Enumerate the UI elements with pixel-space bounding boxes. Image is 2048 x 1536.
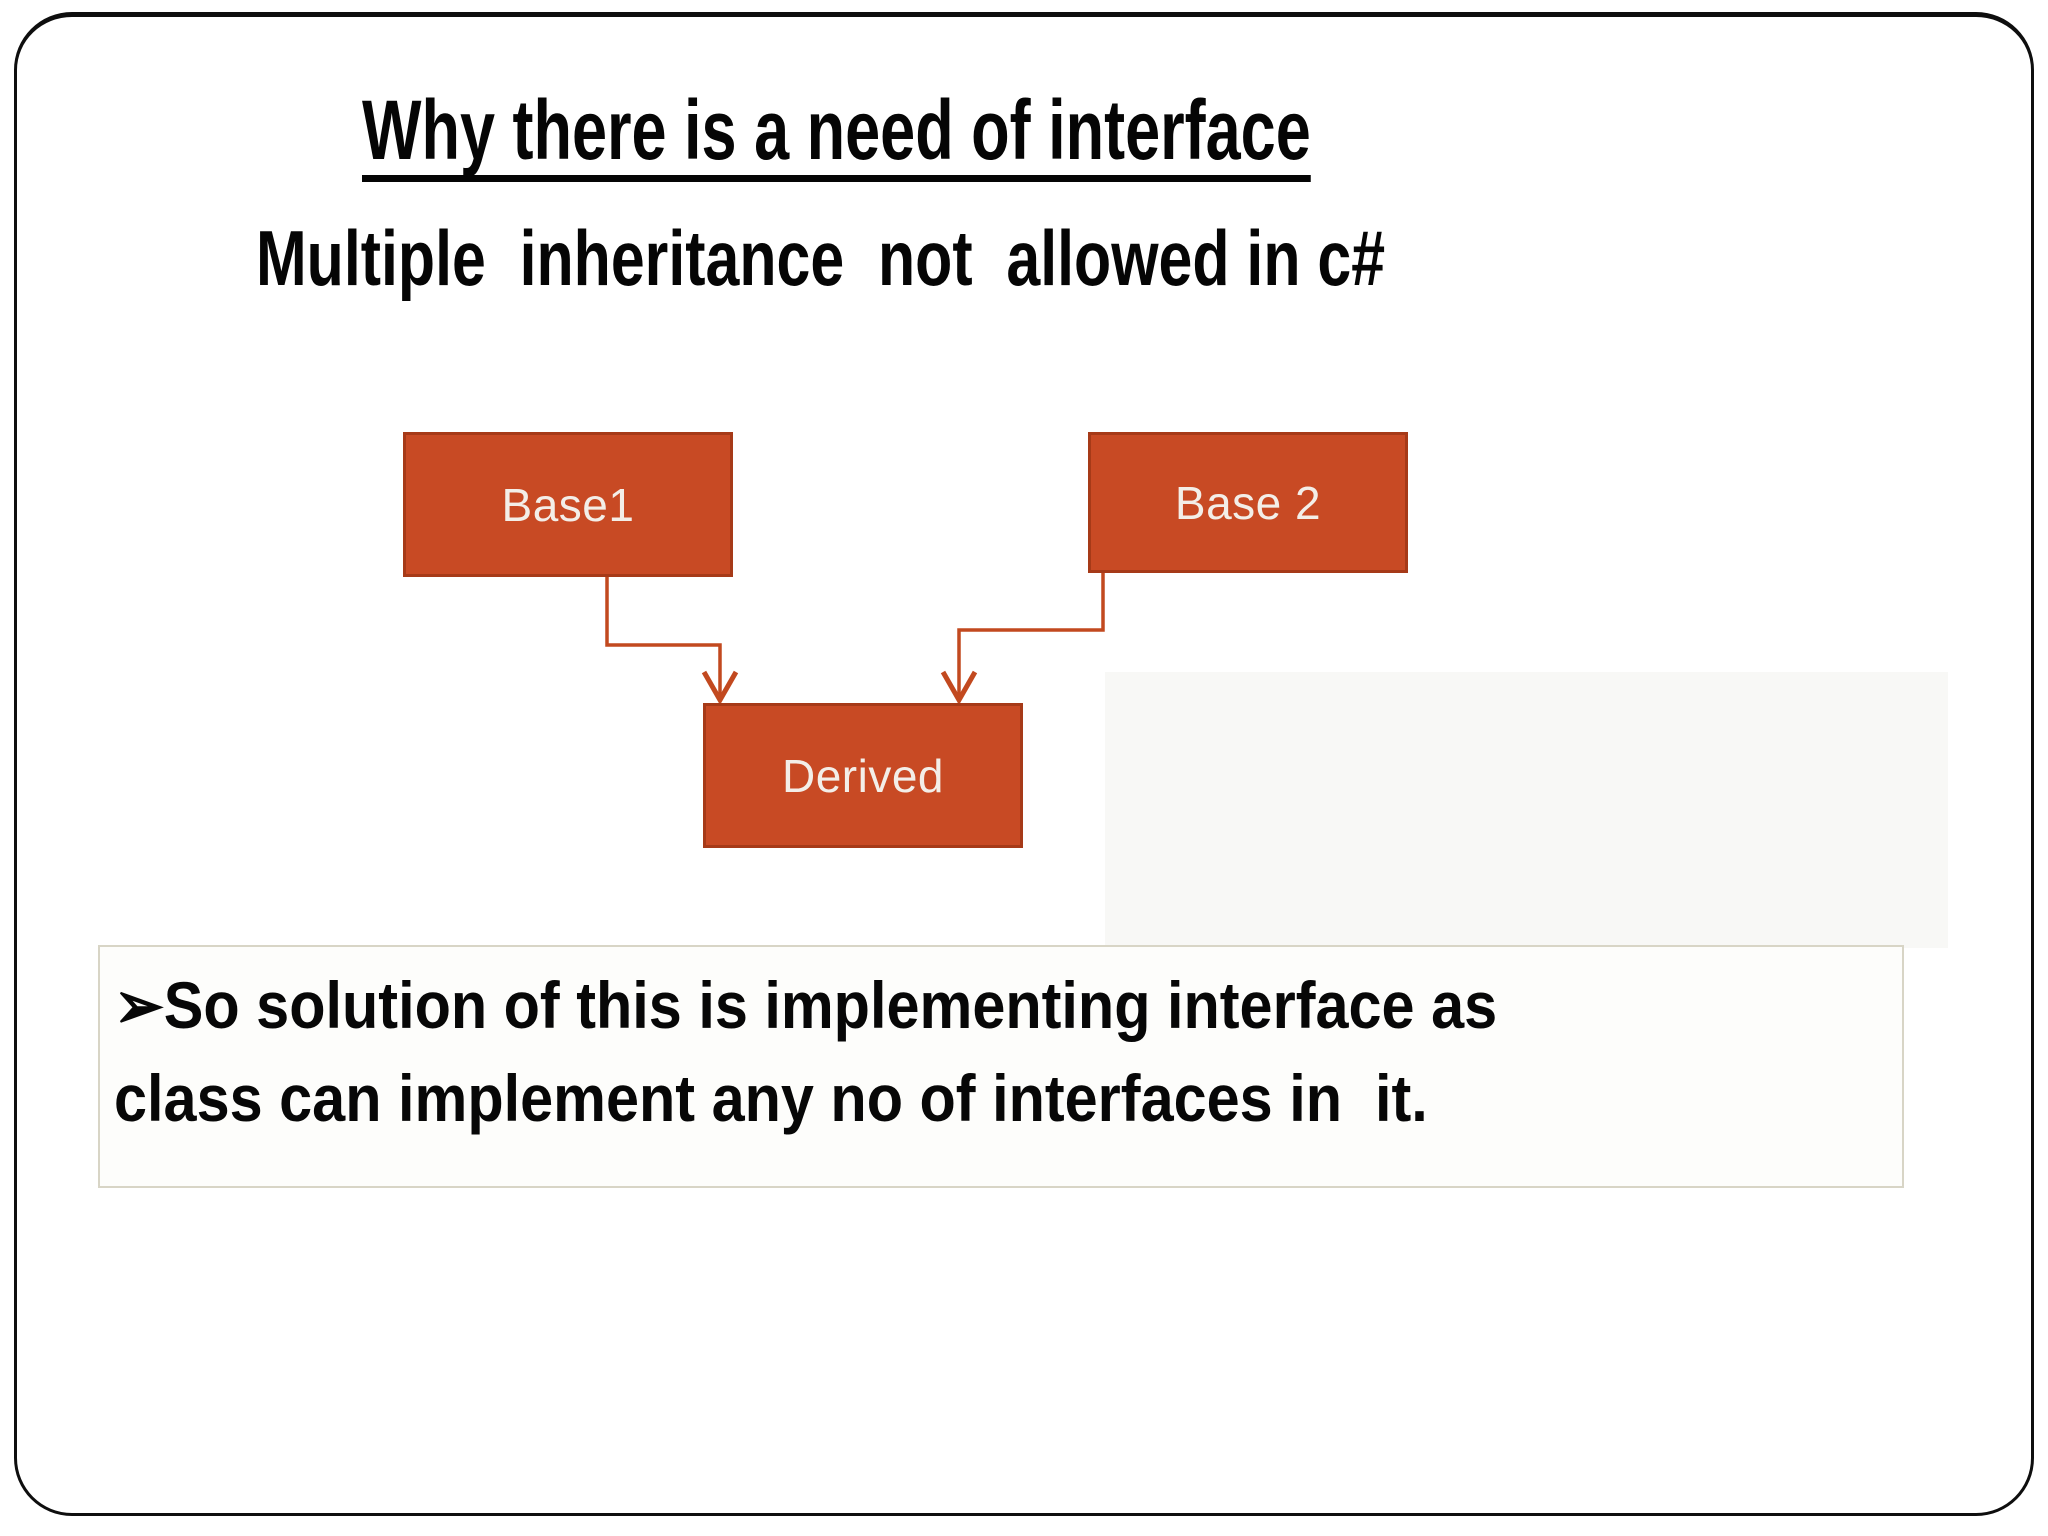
connector-base1-to-derived (605, 577, 722, 697)
slide-subtitle: Multiple inheritance not allowed in c# (256, 214, 1386, 302)
arrowhead-base2-to-derived (940, 670, 978, 706)
node-derived-label: Derived (781, 749, 944, 802)
note-line-2: class can implement any no of interfaces… (114, 1061, 1428, 1135)
connector-base2-to-derived (957, 560, 1105, 697)
note-line-1: ➢So solution of this is implementing int… (114, 968, 1498, 1042)
arrowhead-base1-to-derived (701, 670, 739, 706)
node-base2: Base 2 (1088, 432, 1408, 573)
node-base1-label: Base1 (501, 478, 635, 531)
node-base1: Base1 (403, 432, 733, 577)
background-tint-rect (1105, 672, 1948, 948)
page-title-text: Why there is a need of interface (362, 88, 1311, 182)
node-base2-label: Base 2 (1174, 476, 1322, 529)
page-title: Why there is a need of interface (362, 88, 1311, 182)
node-derived: Derived (703, 703, 1023, 848)
solution-note-box: ➢So solution of this is implementing int… (98, 945, 1904, 1188)
